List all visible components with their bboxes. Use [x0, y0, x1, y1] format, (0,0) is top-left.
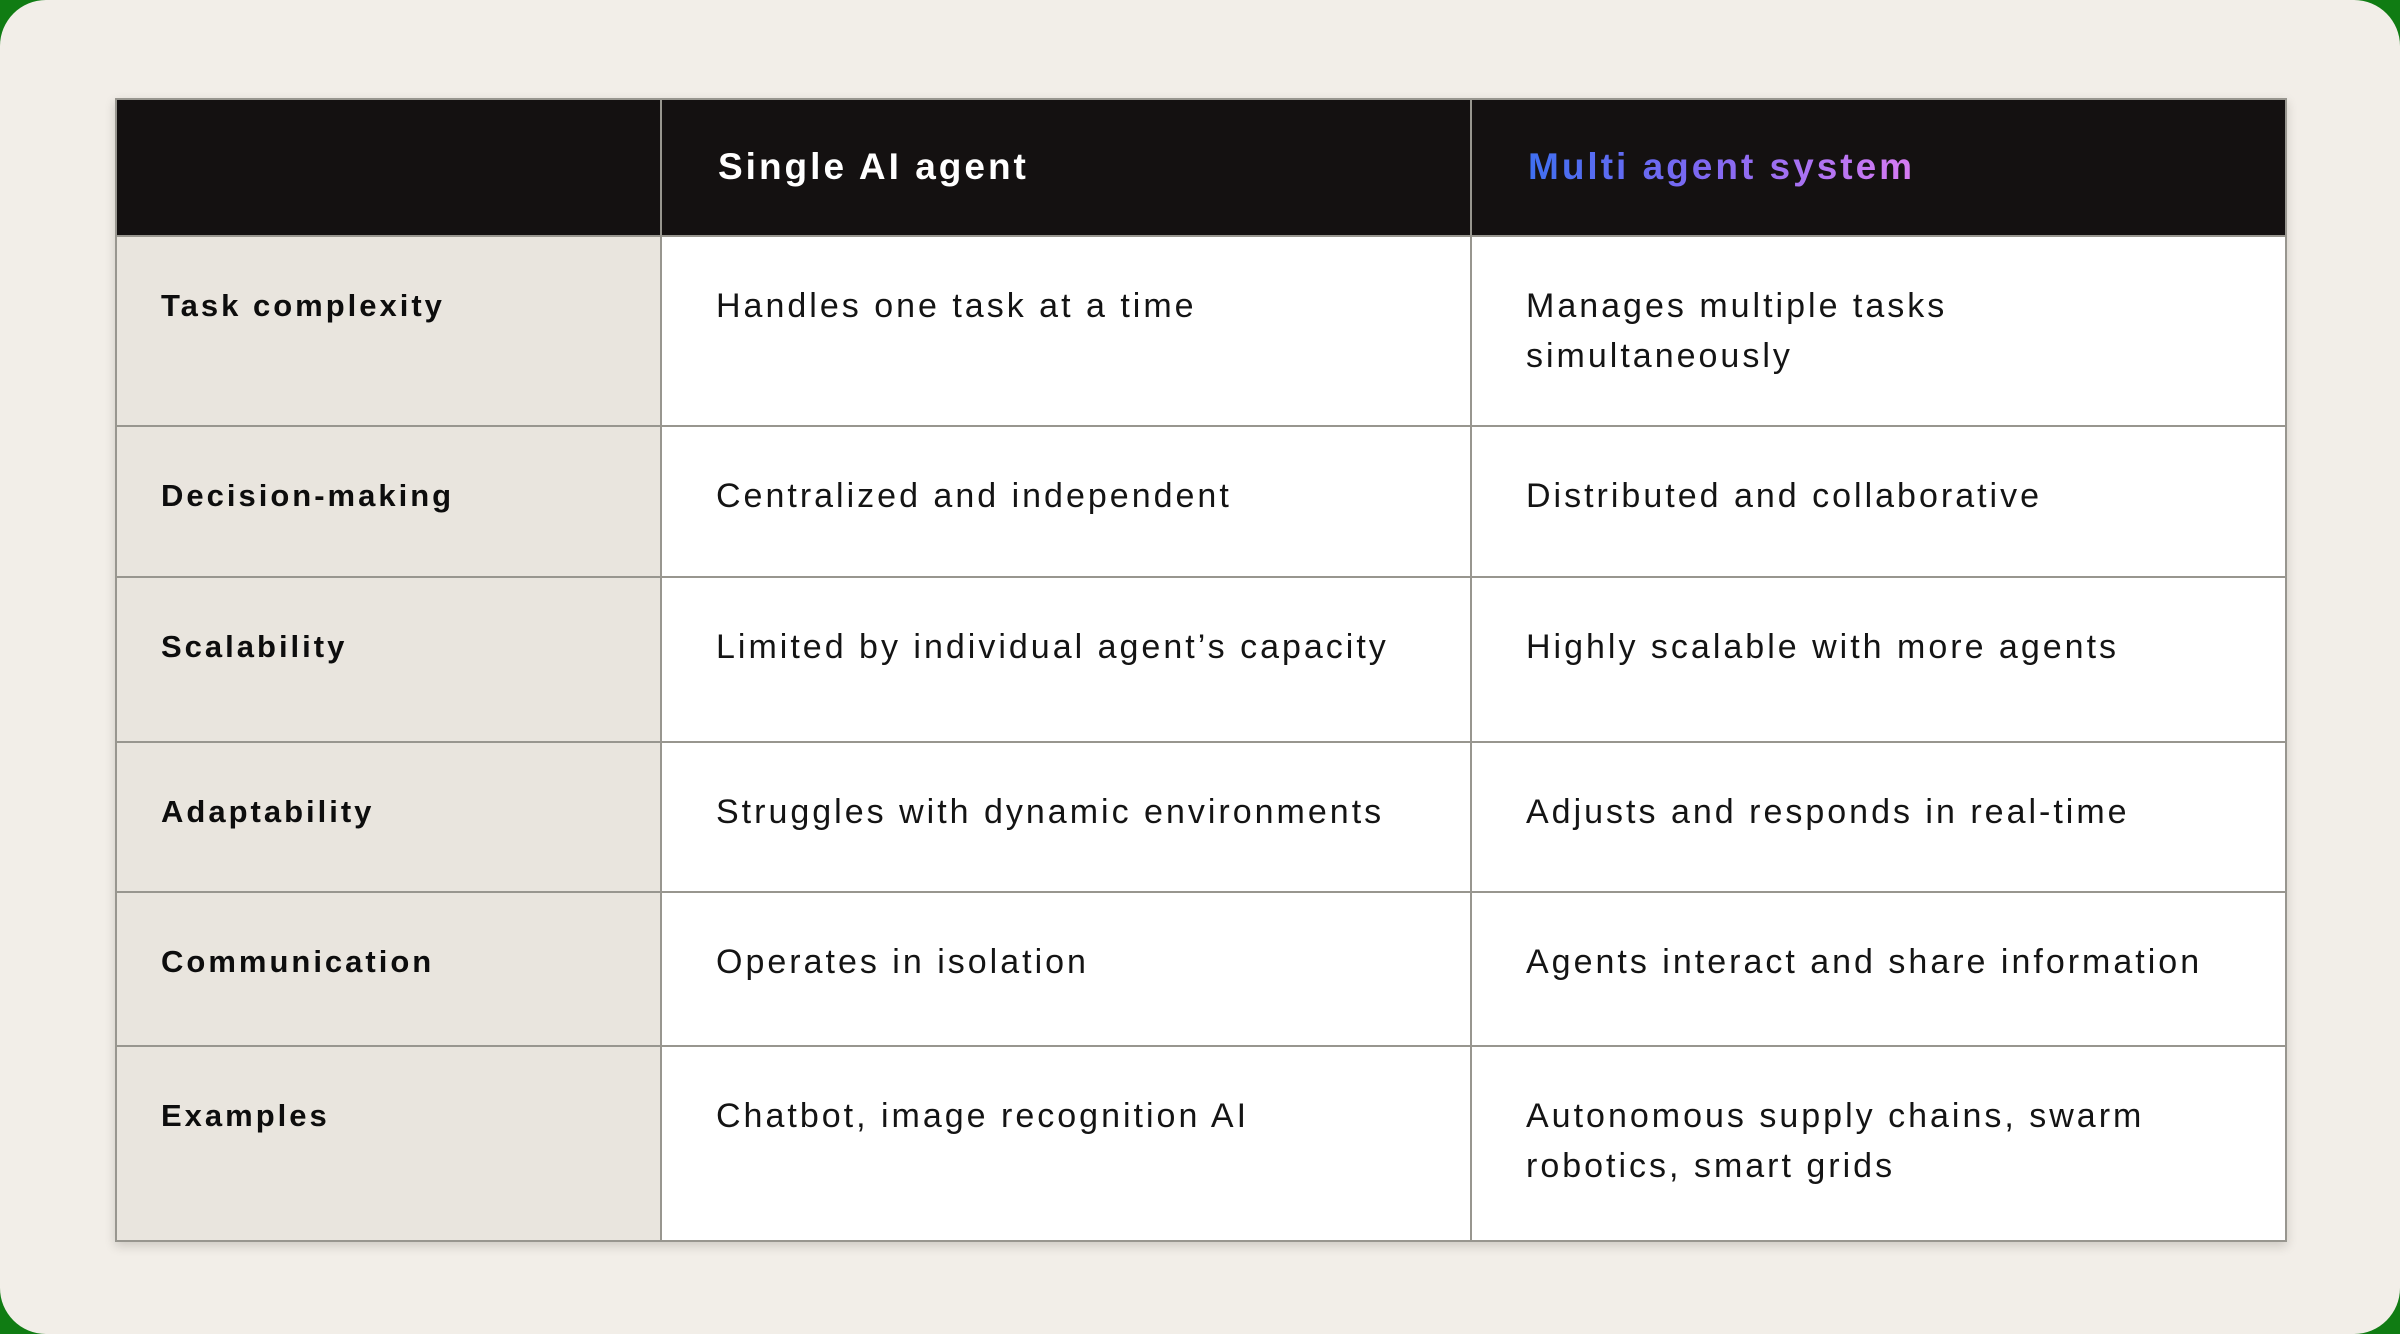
single-agent-cell: Centralized and independent [660, 425, 1472, 578]
feature-label: Adaptability [115, 741, 662, 893]
single-agent-cell: Limited by individual agent’s capacity [660, 576, 1472, 743]
feature-label: Task complexity [115, 235, 662, 427]
table-row-scalability: Scalability Limited by individual agent’… [115, 576, 2287, 743]
table-row-task-complexity: Task complexity Handles one task at a ti… [115, 235, 2287, 427]
single-agent-cell: Chatbot, image recognition AI [660, 1045, 1472, 1242]
single-agent-cell: Handles one task at a time [660, 235, 1472, 427]
feature-label: Decision-making [115, 425, 662, 578]
header-multi-agent-system-label: Multi agent system [1528, 146, 1916, 188]
header-single-ai-agent-label: Single AI agent [718, 146, 1029, 188]
feature-label: Communication [115, 891, 662, 1047]
feature-label: Examples [115, 1045, 662, 1242]
multi-agent-cell: Highly scalable with more agents [1470, 576, 2287, 743]
feature-label: Scalability [115, 576, 662, 743]
comparison-table: Single AI agent Multi agent system Task … [115, 98, 2287, 1242]
multi-agent-cell: Autonomous supply chains, swarm robotics… [1470, 1045, 2287, 1242]
table-row-adaptability: Adaptability Struggles with dynamic envi… [115, 741, 2287, 893]
table-row-examples: Examples Chatbot, image recognition AI A… [115, 1045, 2287, 1242]
single-agent-cell: Struggles with dynamic environments [660, 741, 1472, 893]
multi-agent-cell: Agents interact and share information [1470, 891, 2287, 1047]
table-row-decision-making: Decision-making Centralized and independ… [115, 425, 2287, 578]
table-header-row: Single AI agent Multi agent system [115, 98, 2287, 237]
multi-agent-cell: Manages multiple tasks simultaneously [1470, 235, 2287, 427]
header-empty-cell [115, 98, 662, 237]
multi-agent-cell: Distributed and collaborative [1470, 425, 2287, 578]
single-agent-cell: Operates in isolation [660, 891, 1472, 1047]
header-multi-agent-system: Multi agent system [1470, 98, 2287, 237]
header-single-ai-agent: Single AI agent [660, 98, 1472, 237]
table-row-communication: Communication Operates in isolation Agen… [115, 891, 2287, 1047]
multi-agent-cell: Adjusts and responds in real-time [1470, 741, 2287, 893]
